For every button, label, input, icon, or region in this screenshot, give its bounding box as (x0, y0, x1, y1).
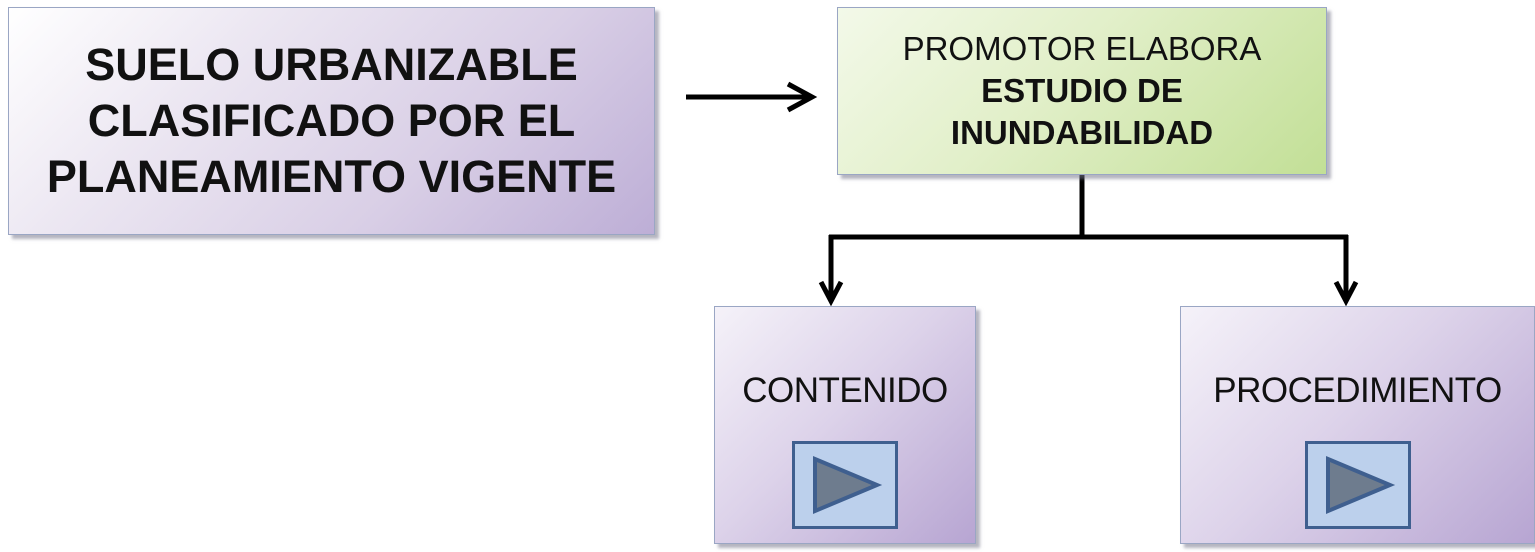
procedimiento-play-button[interactable] (1304, 441, 1411, 529)
node-suelo-line-1: SUELO URBANIZABLE (85, 39, 578, 90)
play-icon (1325, 455, 1395, 515)
node-promotor-line-1: PROMOTOR ELABORA (902, 30, 1262, 67)
node-promotor-line-3: INUNDABILIDAD (950, 114, 1214, 151)
node-procedimiento: PROCEDIMIENTO (1180, 306, 1535, 544)
node-suelo-urbanizable: SUELO URBANIZABLE CLASIFICADO POR EL PLA… (8, 7, 655, 235)
node-contenido-label: CONTENIDO (742, 371, 948, 410)
arrow-main-to-promotor (686, 81, 818, 113)
arrowhead-contenido (818, 280, 844, 307)
node-suelo-line-2: CLASIFICADO POR EL (87, 95, 576, 146)
play-icon (813, 455, 883, 515)
node-promotor-elabora: PROMOTOR ELABORA ESTUDIO DE INUNDABILIDA… (837, 7, 1327, 175)
node-procedimiento-label: PROCEDIMIENTO (1213, 371, 1502, 410)
node-promotor-line-2: ESTUDIO DE (981, 72, 1183, 109)
arrowhead-procedimiento (1333, 280, 1359, 307)
node-contenido: CONTENIDO (714, 306, 976, 544)
contenido-play-button[interactable] (792, 441, 898, 529)
branch-promotor-to-children (818, 175, 1359, 307)
node-suelo-line-3: PLANEAMIENTO VIGENTE (46, 151, 617, 202)
